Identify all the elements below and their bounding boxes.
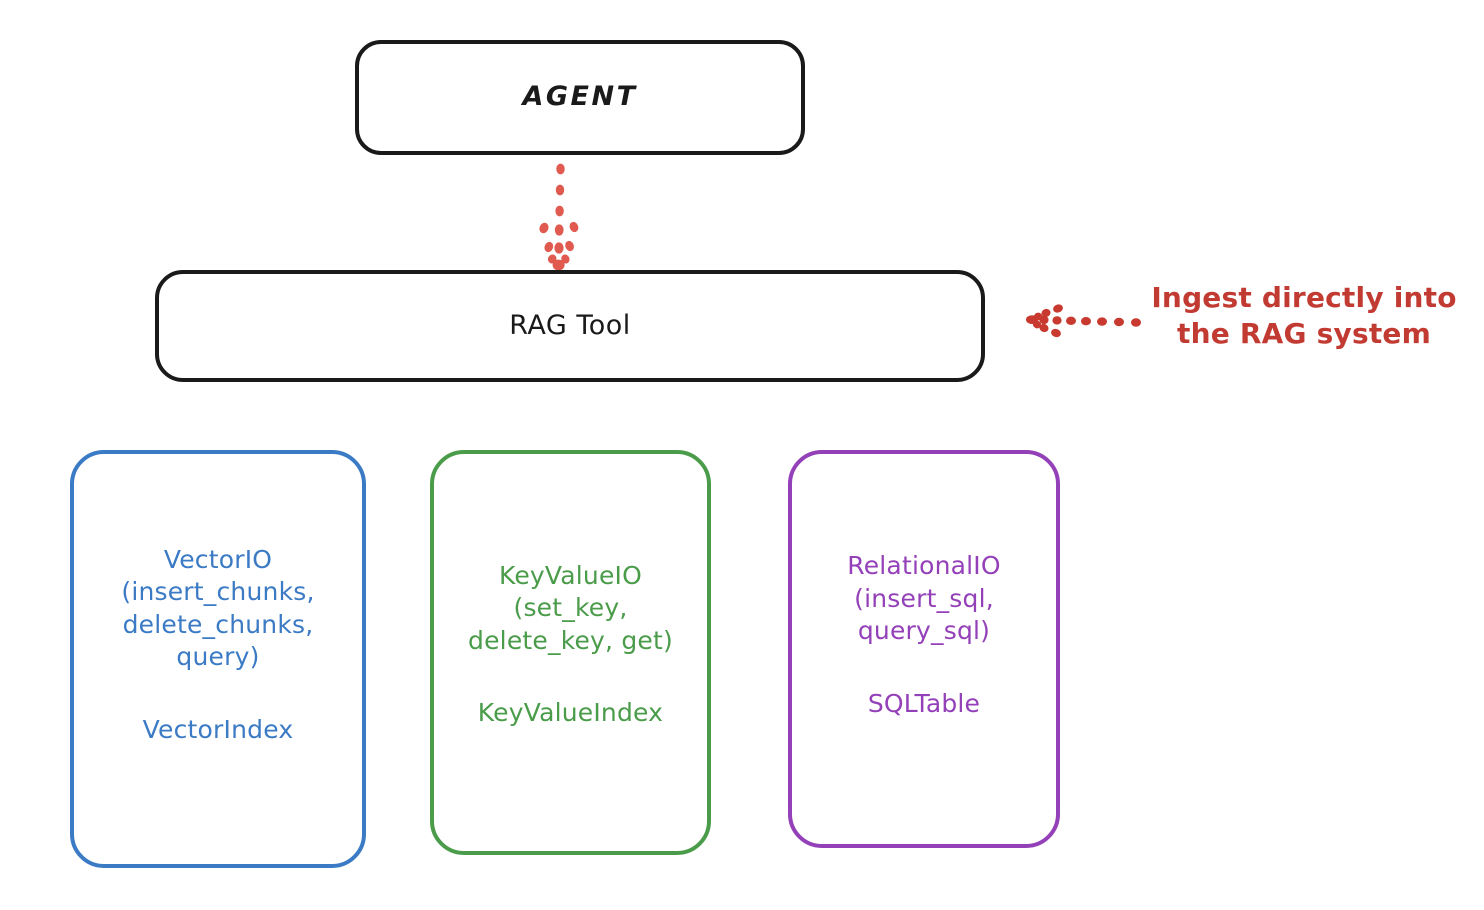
agent-node-label: AGENT [522, 81, 638, 113]
vector-io-index-label: VectorIndex [142, 714, 294, 744]
key-value-io-api-label: KeyValueIO (set_key, delete_key, get) [468, 560, 673, 655]
relational-io-api-label: RelationalIO (insert_sql, query_sql) [847, 551, 1001, 645]
vector-io-api-label: VectorIO (insert_chunks, delete_chunks, … [121, 544, 315, 672]
agent-node[interactable]: AGENT [355, 40, 805, 155]
rag-tool-node-label: RAG Tool [509, 309, 631, 341]
ingest-to-rag-tool-arrow [1018, 296, 1148, 346]
relational-io-index-label: SQLTable [867, 688, 981, 718]
vector-io-content: VectorIO (insert_chunks, delete_chunks, … [121, 544, 314, 747]
key-value-io-content: KeyValueIO (set_key, delete_key, get) Ke… [468, 560, 673, 730]
rag-tool-node[interactable]: RAG Tool [155, 270, 985, 382]
key-value-io-node[interactable]: KeyValueIO (set_key, delete_key, get) Ke… [430, 450, 711, 855]
relational-io-content: RelationalIO (insert_sql, query_sql) SQL… [847, 550, 1001, 720]
key-value-io-index-label: KeyValueIndex [477, 698, 664, 727]
agent-to-rag-tool-arrow [520, 155, 600, 275]
ingest-annotation-text: Ingest directly into the RAG system [1151, 281, 1457, 350]
vector-io-node[interactable]: VectorIO (insert_chunks, delete_chunks, … [70, 450, 366, 868]
relational-io-node[interactable]: RelationalIO (insert_sql, query_sql) SQL… [788, 450, 1060, 848]
